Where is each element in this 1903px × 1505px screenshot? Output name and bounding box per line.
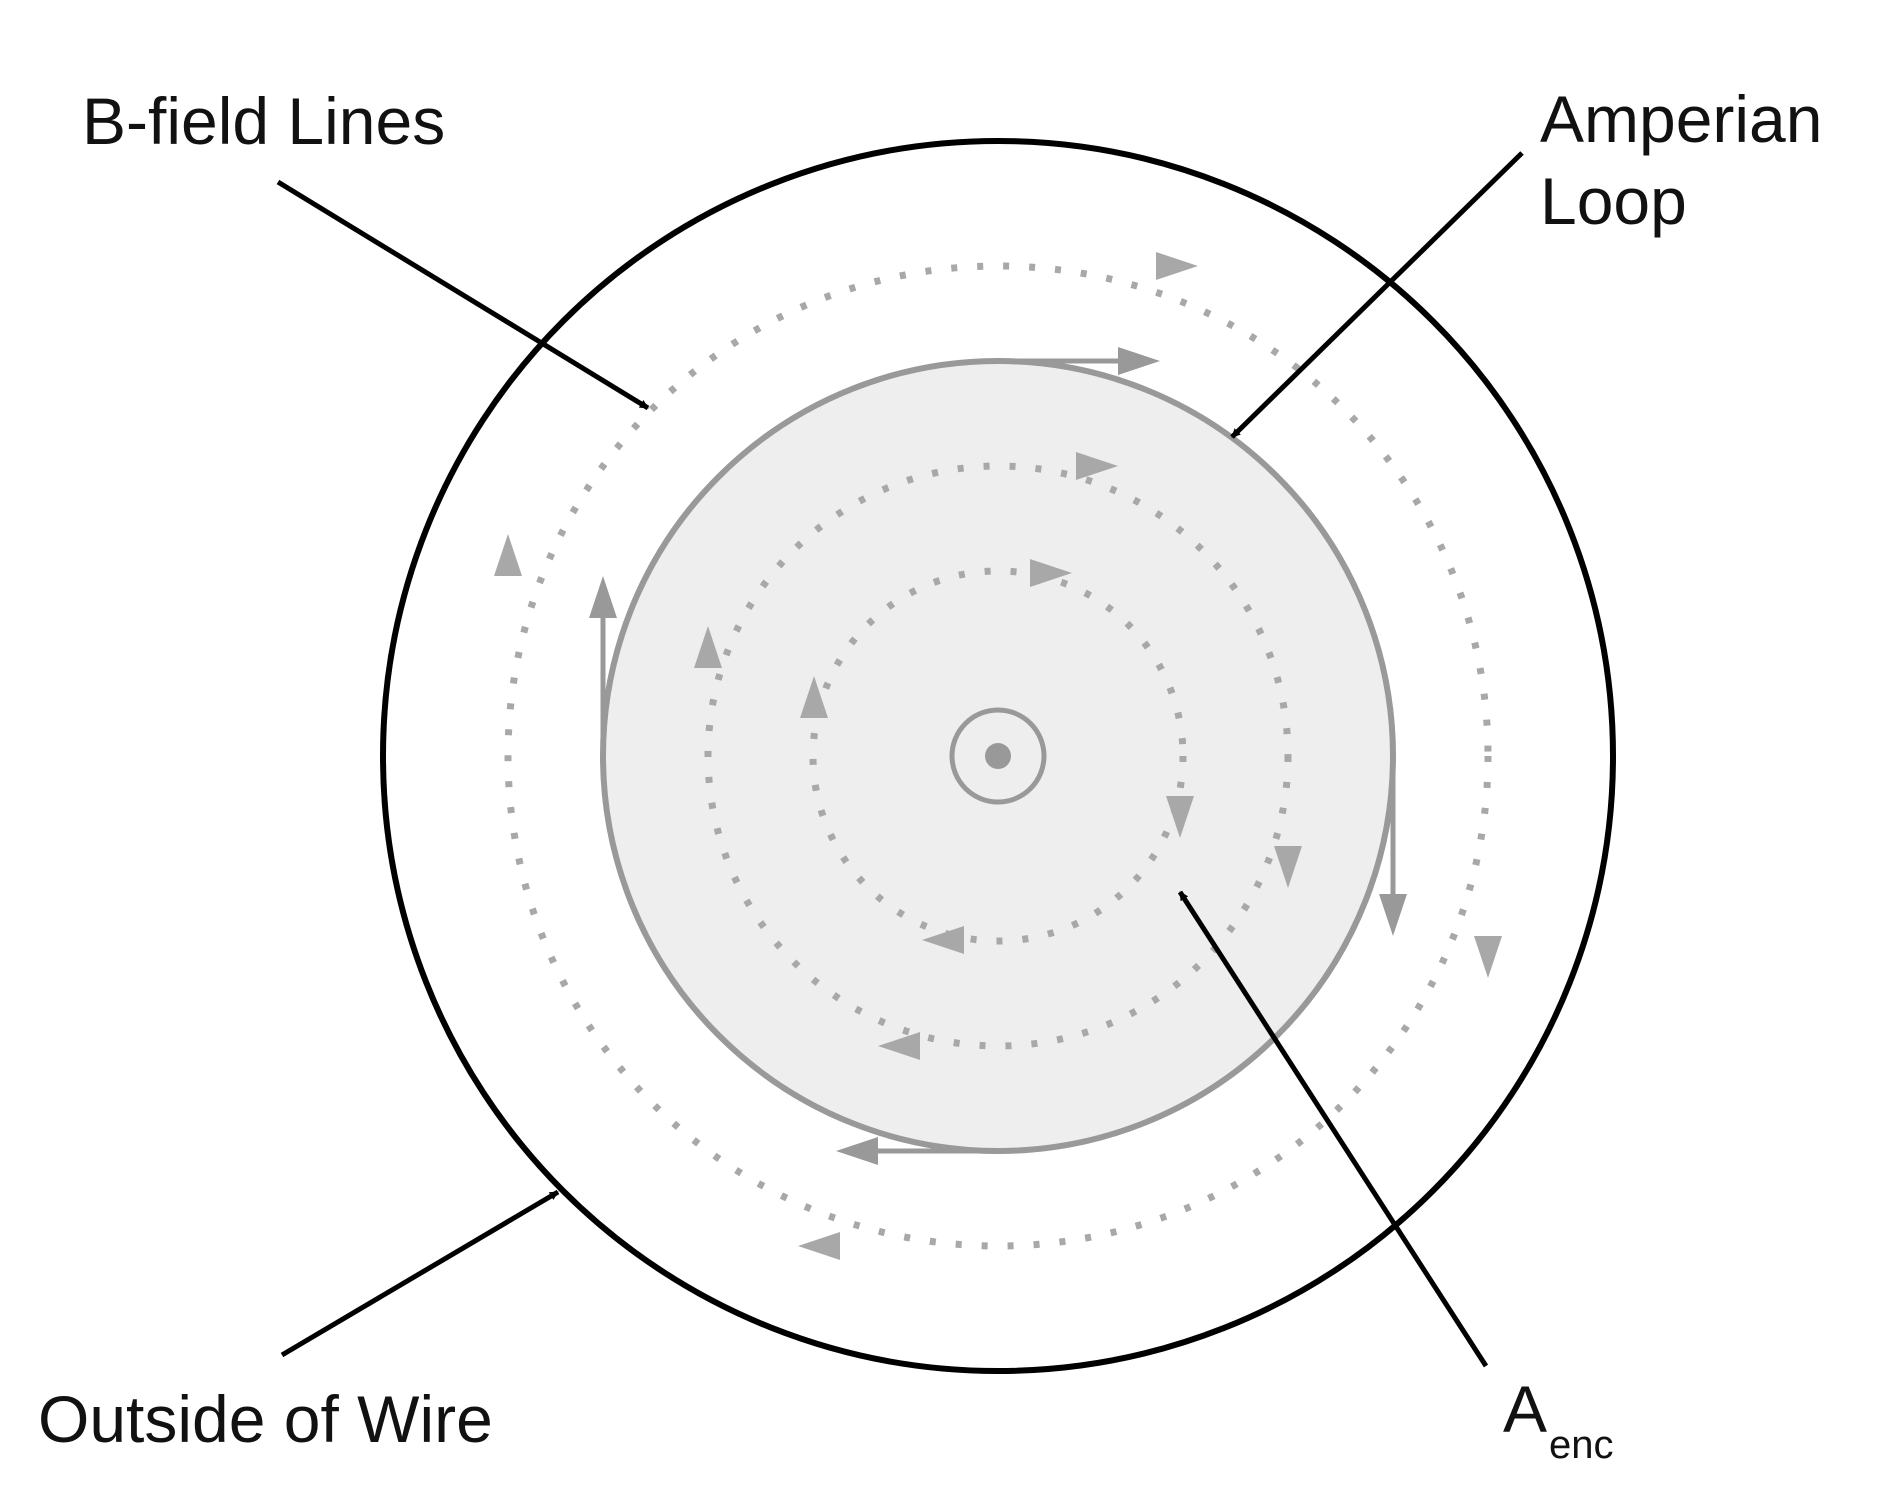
b-field-lines-text: B-field Lines (82, 84, 446, 158)
outer-field-line (504, 262, 1492, 1250)
area-enclosed-subscript: enc (1549, 1423, 1614, 1467)
middle-field-line (704, 462, 1292, 1050)
outside-of-wire-pointer (280, 1189, 560, 1358)
area-enclosed-pointer (1177, 890, 1489, 1368)
outer-field-arrows (494, 252, 1502, 1260)
area-enclosed-symbol: A (1503, 1372, 1548, 1446)
inner-field-arrows (800, 559, 1194, 954)
b-field-lines-pointer (276, 179, 650, 411)
middle-field-arrows (694, 452, 1302, 1060)
wire-outline-circle (380, 138, 1616, 1374)
area-enclosed-label: Aenc (1503, 1368, 1614, 1467)
outside-of-wire-text: Outside of Wire (38, 1382, 493, 1456)
amperian-loop-text-line-1: Amperian (1540, 82, 1823, 156)
inner-field-line (809, 567, 1187, 945)
amperian-loop-label: Amperian Loop (1540, 78, 1822, 242)
amperian-loop-pointer (1230, 151, 1524, 439)
current-out-of-page-icon (949, 707, 1047, 805)
amperian-loop-text-line-2: Loop (1540, 164, 1687, 238)
amperian-loop-arrows (589, 347, 1407, 1165)
outside-of-wire-label: Outside of Wire (38, 1378, 493, 1460)
b-field-lines-label: B-field Lines (82, 80, 445, 162)
